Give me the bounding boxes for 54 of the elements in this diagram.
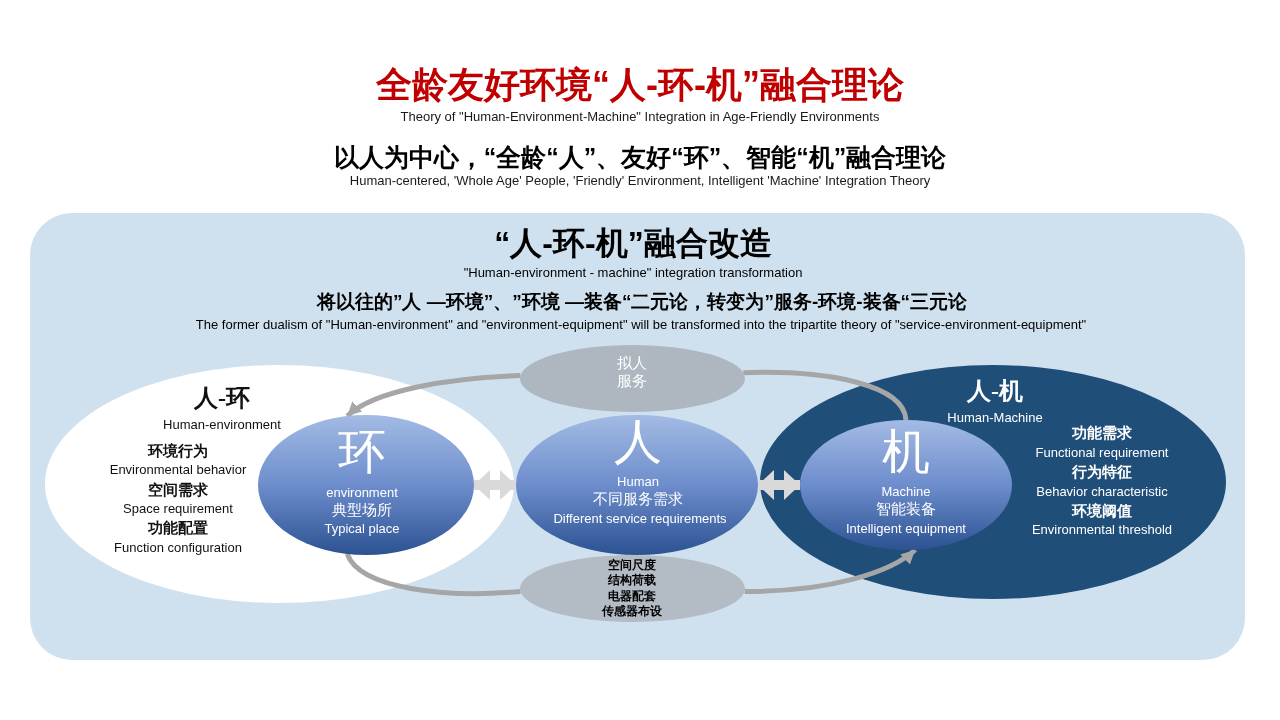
subheading-translation: Human-centered, 'Whole Age' People, 'Friendly' Environment, Intelligent 'Machine' Integration Theory: [349, 173, 931, 189]
ellipse-label: 拟人服务: [616, 354, 648, 390]
item-translation: Behavior characteristic: [1036, 484, 1168, 500]
description: 将以往的”人 —环境”、”环境 —装备“二元论，转变为”服务-环境-装备“三元论: [316, 290, 968, 314]
panel-heading: “人-环-机”融合改造: [494, 223, 772, 263]
large-character: 机: [882, 424, 930, 481]
ellipse-heading: 人-机: [967, 376, 1023, 406]
item-label: 功能需求: [1072, 424, 1132, 442]
list-item: 结构荷载: [608, 572, 656, 588]
small-ellipse: [520, 345, 745, 412]
list-item: 空间尺度: [608, 557, 656, 573]
chinese-label: 不同服务需求: [593, 490, 683, 508]
large-ellipse: [45, 365, 514, 603]
curved-line: [743, 369, 909, 421]
english-label: Machine: [881, 484, 931, 500]
item-translation: Functional requirement: [1035, 445, 1169, 461]
description-translation: The former dualism of "Human-environment" and "environment-equipment" will be transformed into the tripartite theory of "service-environment-equipment": [195, 317, 1087, 333]
subheading: 以人为中心，“全龄“人”、友好“环”、智能“机”融合理论: [333, 142, 947, 172]
english-label: Different service requirements: [553, 511, 727, 527]
center-ellipse: [800, 420, 1012, 550]
double-arrow: [758, 470, 800, 500]
item-translation: Environmental behavior: [109, 462, 247, 478]
rounded-panel: [30, 213, 1245, 660]
small-ellipse: [520, 555, 745, 622]
item-label: 行为特征: [1072, 463, 1132, 481]
double-arrow: [474, 470, 516, 500]
english-label: Intelligent equipment: [846, 521, 966, 537]
center-ellipse: [516, 415, 758, 555]
item-label: 环境行为: [148, 442, 208, 460]
item-label: 空间需求: [148, 481, 208, 499]
chinese-label: 典型场所: [332, 501, 392, 519]
large-character: 人: [614, 414, 662, 471]
curved-arrow: [744, 547, 917, 594]
chinese-label: 智能装备: [876, 500, 936, 518]
english-label: Human: [617, 474, 659, 490]
ellipse-heading-translation: Human-environment: [163, 417, 281, 433]
item-translation: Environmental threshold: [1031, 522, 1173, 538]
large-character: 环: [338, 424, 386, 481]
ellipse-heading: 人-环: [194, 383, 250, 413]
list-item: 电器配套: [608, 588, 656, 604]
item-label: 功能配置: [148, 519, 208, 537]
english-label: Typical place: [324, 521, 400, 537]
item-translation: Space requirement: [123, 501, 233, 517]
english-label: environment: [326, 485, 398, 501]
curved-line: [345, 552, 521, 596]
list-item: 传感器布设: [602, 603, 662, 619]
panel-heading-translation: "Human-environment - machine" integration transformation: [463, 265, 803, 281]
ellipse-heading-translation: Human-Machine: [947, 410, 1043, 426]
title-translation: Theory of "Human-Environment-Machine" Integration in Age-Friendly Environments: [400, 109, 880, 125]
curved-arrow: [345, 373, 521, 419]
item-translation: Function configuration: [114, 540, 242, 556]
item-label: 环境阈值: [1072, 502, 1132, 520]
large-ellipse: [760, 365, 1226, 599]
title: 全龄友好环境“人-环-机”融合理论: [376, 63, 904, 107]
